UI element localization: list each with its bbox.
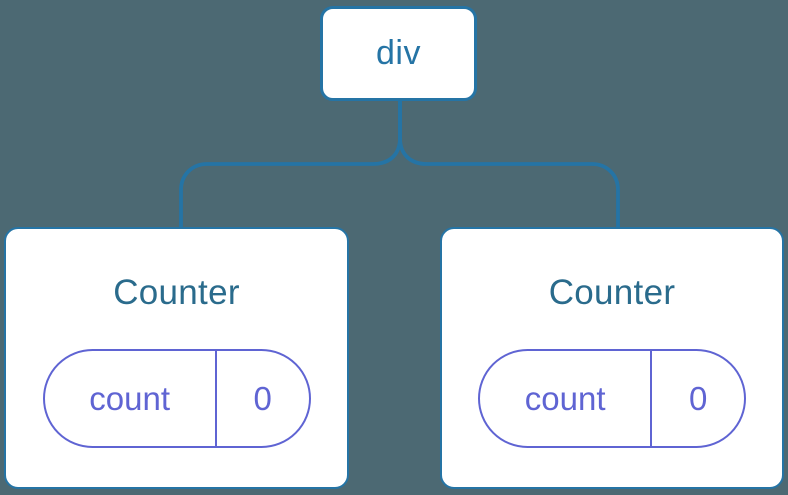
state-value-cell: 0: [650, 351, 744, 446]
counter-title: Counter: [548, 273, 676, 312]
root-node: div: [320, 6, 477, 101]
state-key-cell: count: [45, 351, 215, 446]
state-key: count: [524, 379, 606, 417]
state-key: count: [89, 379, 170, 417]
counter-card-right: Counter count 0: [440, 227, 784, 489]
state-value: 0: [688, 379, 708, 417]
counter-title: Counter: [113, 273, 240, 312]
state-value-cell: 0: [214, 351, 309, 446]
connector-right-branch: [398, 101, 620, 228]
state-pill: count 0: [42, 349, 311, 448]
state-value: 0: [253, 379, 272, 417]
counter-card-left: Counter count 0: [4, 227, 349, 489]
state-pill: count 0: [478, 349, 746, 448]
state-key-cell: count: [480, 351, 650, 446]
root-node-label: div: [376, 34, 421, 72]
connector-left-branch: [179, 101, 402, 228]
